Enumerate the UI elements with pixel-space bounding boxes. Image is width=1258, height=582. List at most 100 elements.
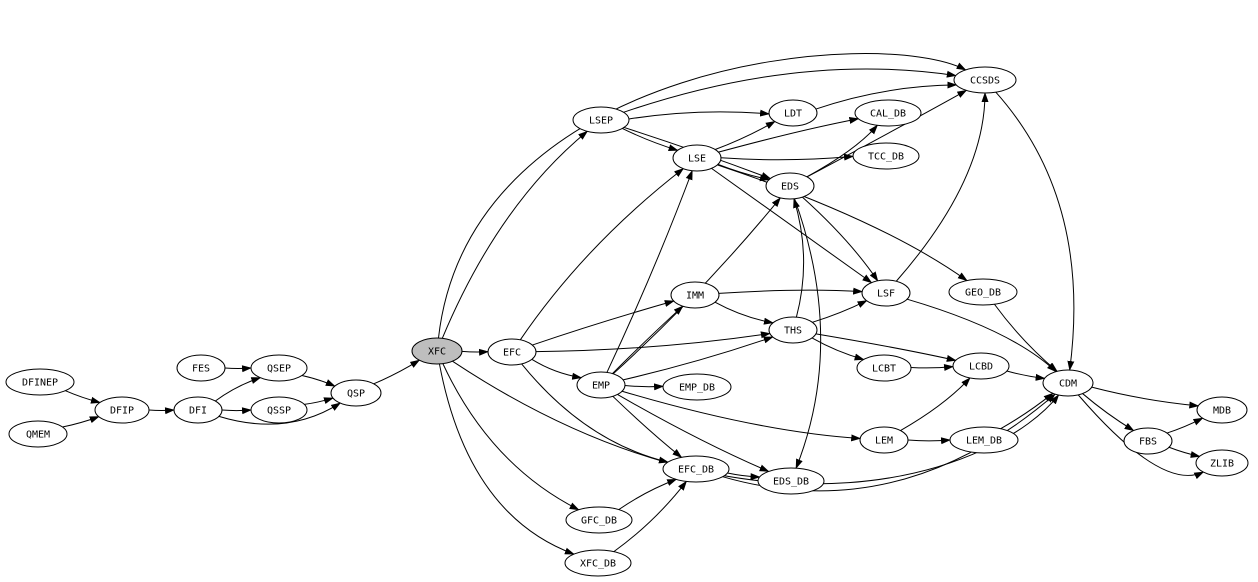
node-GFC_DB: GFC_DB (565, 506, 633, 534)
node-label-EDS: EDS (781, 182, 799, 193)
node-EFC: EFC (487, 338, 537, 366)
node-label-TCC_DB: TCC_DB (868, 152, 904, 163)
edge-XFC-to-LSEP (441, 130, 589, 339)
edge-EFC_DB-to-EDS_DB (727, 472, 761, 481)
node-shape-EFC (487, 338, 537, 366)
node-shape-IMM (670, 281, 720, 309)
node-shape-LEM (859, 426, 909, 454)
node-QSP: QSP (330, 379, 382, 407)
node-label-EMP_DB: EMP_DB (679, 383, 715, 394)
node-label-LSF: LSF (877, 289, 895, 300)
node-label-LEM: LEM (875, 436, 893, 447)
node-label-CAL_DB: CAL_DB (870, 109, 906, 120)
node-LDT: LDT (768, 99, 818, 127)
node-QSSP: QSSP (250, 396, 308, 424)
edge-FES-to-QSEP (224, 365, 252, 373)
node-DFI: DFI (173, 396, 223, 424)
node-label-EMP: EMP (592, 381, 610, 392)
node-shape-LSEP (572, 106, 630, 134)
node-LEM: LEM (859, 426, 909, 454)
edge-LCBT-to-LCBD (910, 363, 955, 371)
edge-LSEP-to-LSE (622, 127, 679, 152)
edge-EFC-to-IMM (532, 300, 675, 346)
edge-LSE-to-CAL_DB (718, 116, 860, 153)
node-shape-EMP (576, 371, 626, 399)
node-DFINEP: DFINEP (5, 368, 75, 396)
edge-EFC-to-LSE (519, 168, 685, 341)
edge-EMP-to-LEM (621, 390, 862, 442)
edge-QSSP-to-QSP (304, 397, 334, 405)
edge-DFI-to-QSEP (215, 377, 262, 402)
node-QSEP: QSEP (250, 354, 308, 382)
edge-LSF-to-CDM (906, 298, 1057, 373)
node-label-EDS_DB: EDS_DB (773, 477, 809, 488)
node-CCSDS: CCSDS (953, 66, 1017, 94)
node-label-ZLIB: ZLIB (1210, 459, 1234, 470)
edge-IMM-to-THS (714, 301, 774, 325)
edge-CDM-to-ZLIB (1077, 394, 1205, 480)
edge-LCBD-to-CDM (1006, 370, 1046, 381)
node-TCC_DB: TCC_DB (852, 142, 920, 170)
node-shape-GFC_DB (565, 506, 633, 534)
node-shape-LSE (672, 144, 722, 172)
node-label-THS: THS (784, 326, 802, 337)
edge-XFC_DB-to-EFC_DB (613, 480, 687, 553)
node-label-XFC_DB: XFC_DB (580, 559, 616, 570)
edge-LSEP-to-CCSDS (623, 68, 957, 113)
node-shape-ZLIB (1195, 449, 1249, 477)
node-shape-LEM_DB (949, 426, 1019, 454)
node-shape-DFINEP (5, 368, 75, 396)
edge-THS-to-EDS (793, 197, 805, 318)
node-EDS_DB: EDS_DB (757, 467, 825, 495)
node-XFC_DB: XFC_DB (564, 549, 632, 577)
edge-EDS-to-EDS_DB (794, 198, 822, 470)
edge-LSE-to-EDS (717, 163, 771, 182)
node-shape-TCC_DB (852, 142, 920, 170)
edge-CCSDS-to-CDM (995, 91, 1075, 372)
node-label-FBS: FBS (1139, 437, 1157, 448)
node-shape-QMEM (8, 420, 68, 448)
node-ZLIB: ZLIB (1195, 449, 1249, 477)
node-CAL_DB: CAL_DB (854, 99, 922, 127)
edge-DFIP-to-DFI (148, 407, 175, 415)
edge-EMP-to-LSE (606, 169, 693, 373)
node-label-EFC_DB: EFC_DB (678, 465, 714, 476)
node-LCBD: LCBD (952, 352, 1010, 380)
edge-EFC-to-EMP (531, 358, 583, 380)
node-label-XFC: XFC (428, 347, 446, 358)
node-LSF: LSF (861, 279, 911, 307)
edge-LSE-to-LDT (714, 121, 776, 150)
node-shape-EFC_DB (662, 455, 730, 483)
node-label-CCSDS: CCSDS (970, 76, 1000, 87)
node-LSEP: LSEP (572, 106, 630, 134)
edge-IMM-to-LSF (718, 287, 864, 295)
edge-LSE-to-TCC_DB (720, 153, 855, 161)
edge-EMP-to-THS (622, 336, 774, 381)
node-shape-EDS_DB (757, 467, 825, 495)
node-IMM: IMM (670, 281, 720, 309)
node-EMP_DB: EMP_DB (662, 373, 732, 401)
node-shape-CCSDS (953, 66, 1017, 94)
node-shape-DFIP (94, 396, 150, 424)
edge-THS-to-LCBD (815, 333, 957, 362)
edge-LEM_DB-to-CDM (1000, 392, 1054, 430)
node-shape-THS (768, 316, 818, 344)
edge-THS-to-LCBT (811, 337, 865, 361)
node-label-EFC: EFC (503, 348, 521, 359)
edge-LEM-to-LCBD (900, 377, 971, 431)
node-THS: THS (768, 316, 818, 344)
node-label-GEO_DB: GEO_DB (965, 288, 1001, 299)
node-shape-FBS (1123, 427, 1173, 455)
node-label-LDT: LDT (784, 109, 802, 120)
node-label-LCBD: LCBD (969, 362, 993, 373)
edge-FBS-to-ZLIB (1168, 446, 1201, 458)
node-shape-FES (176, 354, 226, 382)
node-shape-MDB (1196, 396, 1248, 424)
edge-QSEP-to-QSP (301, 374, 336, 387)
node-label-CDM: CDM (1059, 379, 1077, 390)
node-FES: FES (176, 354, 226, 382)
node-label-QMEM: QMEM (26, 430, 50, 441)
edge-EDS-to-LSF (802, 196, 879, 282)
